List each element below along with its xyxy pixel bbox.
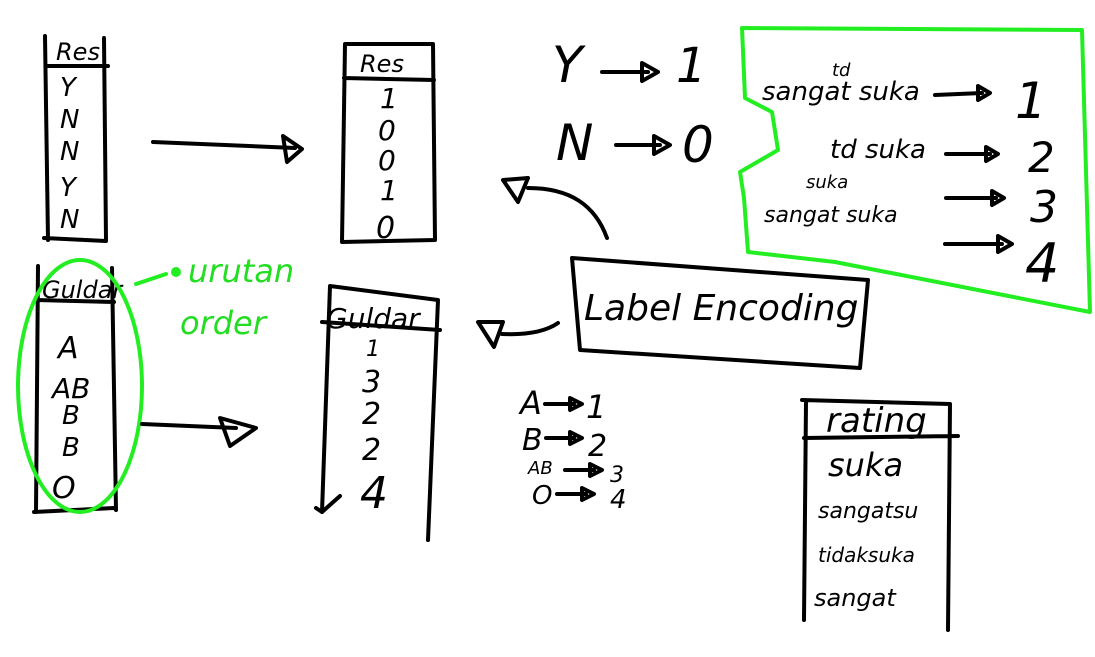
res-encoded-row: 0	[378, 144, 396, 177]
urutan-note-line1: urutan	[188, 252, 294, 290]
res-encoded-row: 0	[376, 211, 395, 246]
res-original-row: N	[60, 105, 79, 135]
label-encoding-text: Label Encoding	[584, 288, 858, 329]
curved-arrow-icon	[501, 176, 609, 240]
goldar-map-to: 3	[610, 463, 624, 488]
rating-map-to: 4	[1025, 232, 1059, 295]
urutan-note: urutan order	[134, 252, 294, 342]
res-map-to: 0	[682, 116, 714, 174]
arrow-left-icon	[476, 320, 560, 349]
goldar-mapping: A 1 B 2 AB 3 O 4	[518, 384, 627, 515]
goldar-encoded-row: 3	[362, 365, 381, 400]
rating-map-to: 1	[1015, 72, 1047, 130]
res-original-row: Y	[60, 73, 78, 103]
tidak-superscript: td	[832, 60, 851, 81]
goldar-original-row: B	[62, 401, 80, 431]
arrow-right-icon	[151, 134, 304, 164]
goldar-encoded-row: 4	[360, 468, 388, 519]
goldar-map-to: 2	[588, 429, 607, 464]
arrow-right-icon	[140, 416, 258, 448]
res-map-to: 1	[676, 38, 707, 94]
rating-map-to: 3	[1030, 182, 1058, 233]
rating-row: sangat	[814, 584, 897, 612]
rating-row: sangatsu	[818, 499, 918, 524]
rating-row: suka	[828, 446, 903, 484]
goldar-original-row: A	[56, 331, 79, 366]
res-original-row: N	[60, 205, 79, 235]
rating-map-from: sangat suka	[762, 77, 920, 107]
rating-row: tidaksuka	[818, 543, 915, 567]
urutan-note-line2: order	[180, 304, 268, 342]
res-encoded-row: 1	[380, 82, 398, 115]
goldar-encoded-row: 1	[366, 337, 380, 362]
res-map-from: Y	[552, 36, 586, 94]
rating-mapping-box: td sangat suka 1 td suka 2 suka 3 sangat…	[738, 26, 1092, 314]
res-mapping: Y 1 N 0	[552, 36, 714, 174]
goldar-table-encoded: Guldar 1 3 2 2 4	[314, 284, 442, 542]
goldar-encoded-row: 2	[362, 397, 381, 432]
res-encoded-row: 1	[380, 174, 398, 207]
goldar-original-row: AB	[50, 372, 90, 405]
goldar-map-from: B	[522, 423, 543, 458]
res-table-encoded: Res 1 0 0 1 0	[340, 42, 437, 246]
rating-map-to: 2	[1028, 133, 1055, 182]
goldar-map-from: A	[518, 384, 542, 422]
goldar-table-original: Guldar A AB B B O	[16, 258, 144, 514]
goldar-map-from: O	[532, 481, 552, 511]
goldar-original-row: O	[52, 471, 76, 506]
rating-table: rating suka sangatsu tidaksuka sangat	[800, 398, 960, 632]
goldar-encoded-header: Guldar	[326, 302, 421, 335]
res-encoded-header: Res	[360, 50, 404, 78]
res-table-original: Res Y N N Y N	[42, 34, 110, 243]
goldar-original-header: Guldar	[42, 276, 124, 304]
goldar-map-to: 1	[586, 388, 606, 426]
res-original-header: Res	[56, 38, 100, 66]
res-encoded-row: 0	[378, 114, 396, 147]
res-original-row: N	[60, 137, 79, 167]
rating-map-from: td suka	[830, 135, 926, 165]
rating-map-from: sangat suka	[764, 203, 898, 228]
label-encoding-box: Label Encoding	[570, 256, 870, 370]
rating-header: rating	[826, 401, 927, 441]
rating-map-from: suka	[806, 172, 848, 193]
goldar-map-to: 4	[610, 485, 627, 515]
goldar-map-from: AB	[527, 458, 553, 479]
goldar-original-row: B	[62, 433, 80, 463]
goldar-encoded-row: 2	[362, 433, 381, 468]
res-map-from: N	[556, 114, 593, 172]
res-original-row: Y	[60, 173, 78, 203]
